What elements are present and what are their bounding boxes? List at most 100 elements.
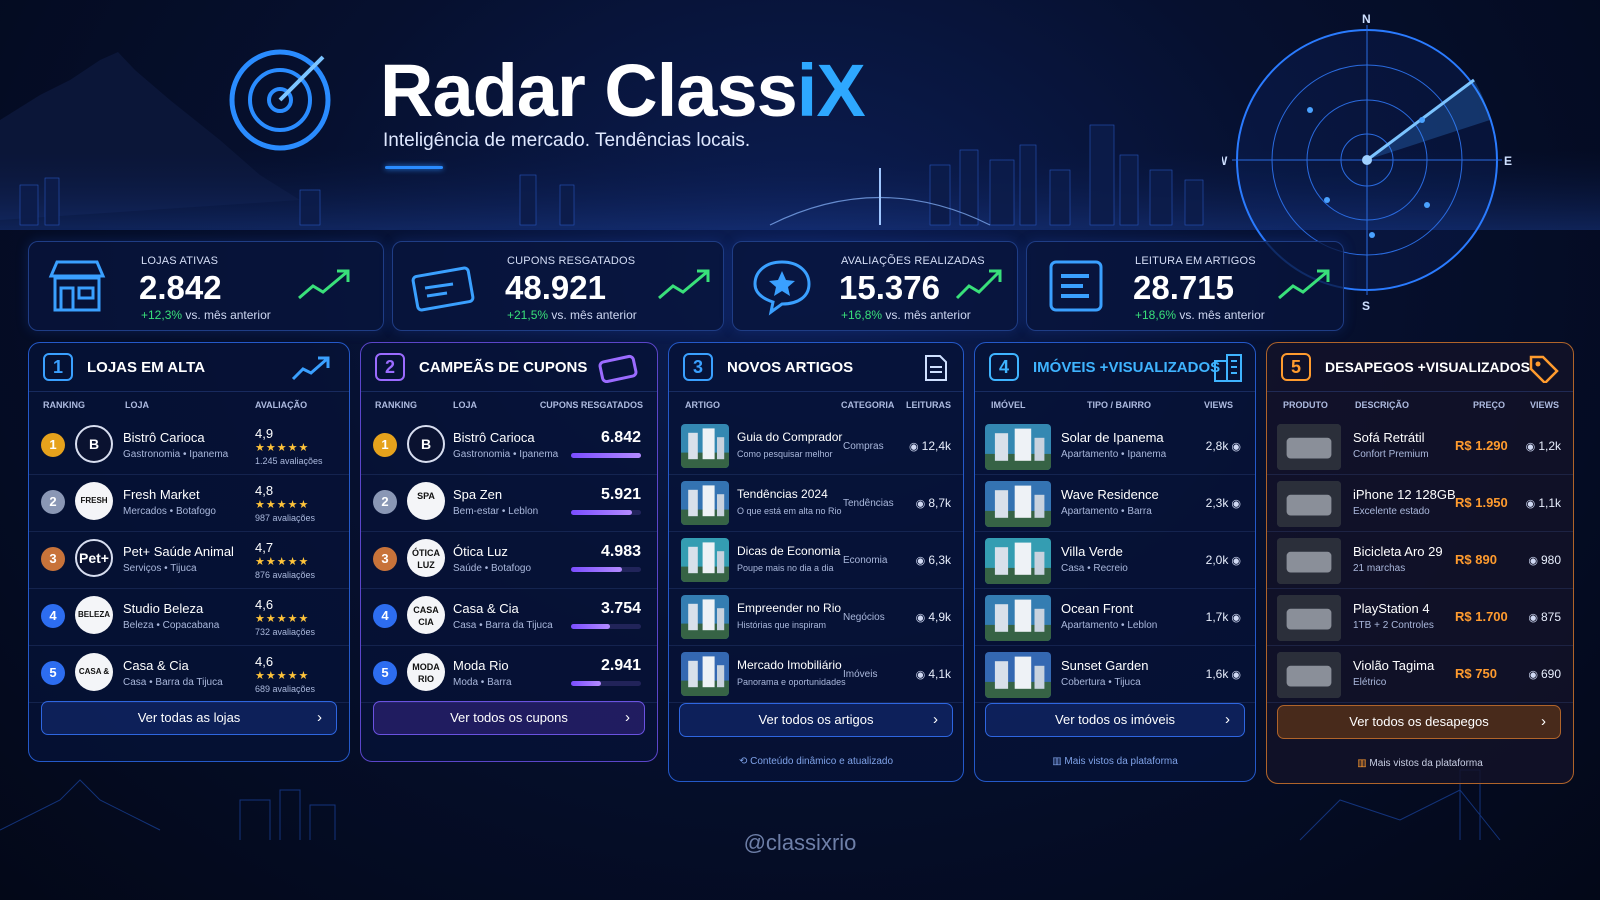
ver-todos-artigos-button[interactable]: Ver todos os artigos› [679,703,953,737]
article-thumbnail [681,652,729,696]
property-name: Sunset Garden [1061,658,1149,673]
trend-up-icon [298,269,350,300]
property-photo [985,481,1051,527]
property-photo [985,538,1051,584]
views-value: 980 [1540,553,1561,567]
panel-footer-note: ⟲ Conteúdo dinâmico e atualizado [738,756,894,767]
views-value: 1,6k [1205,667,1229,681]
store-avatar: FRESH [75,482,113,520]
product-price: R$ 1.700 [1455,609,1508,624]
store-avatar: SPA [407,482,445,520]
product-description: 21 marchas [1353,563,1406,574]
eye-icon: ◉ [1228,441,1241,453]
property-name: Villa Verde [1061,544,1123,559]
product-price: R$ 1.290 [1455,438,1508,453]
property-photo [985,652,1051,698]
store-name: Casa & Cia [453,601,519,616]
reads-value: 8,7k [928,496,951,510]
product-photo [1277,595,1341,641]
store-avatar: B [407,425,445,463]
ver-todos-desapegos-button[interactable]: Ver todos os desapegos› [1277,705,1561,739]
article-title: Mercado Imobiliário [737,658,842,672]
storefront-icon [48,260,106,312]
app-title: Radar ClassiX [380,49,866,132]
panel-title: IMÓVEIS +VISUALIZADOS [1033,359,1221,376]
review-count: 1.245 avaliações [255,456,323,466]
rating-value: 4,9 [255,426,274,441]
ver-todos-cupons-button[interactable]: Ver todos os cupons› [373,701,645,735]
store-name: Bistrô Carioca [453,430,535,445]
price-tag-icon [1529,355,1559,383]
ver-todas-lojas-button[interactable]: Ver todas as lojas› [41,701,337,735]
article-title: Empreender no Rio [737,601,842,615]
building-icon [1214,354,1242,382]
property-type: Apartamento • Barra [1061,506,1152,517]
ver-todos-imoveis-button[interactable]: Ver todos os imóveis› [985,703,1245,737]
panel-footer-note: ▥ Mais vistos da plataforma [1357,758,1483,769]
store-meta: Mercados • Botafogo [123,506,216,517]
store-avatar: ÓTICA LUZ [407,539,445,577]
panel-header: 1 LOJAS EM ALTA [29,343,349,392]
coupon-count: 6.842 [600,429,641,446]
store-meta: Moda • Barra [453,677,512,688]
article-subtitle: Poupe mais no dia a dia [737,563,834,573]
product-views: ◉ 690 [1528,667,1561,681]
coupon-progress-fill [571,453,641,458]
panel-header: 3 NOVOS ARTIGOS [669,343,963,392]
eye-icon: ◉ [1228,612,1241,624]
rank-badge: 1 [373,433,397,457]
chart-icon: ▥ [1357,758,1370,769]
store-avatar: MODA RIO [407,653,445,691]
eye-icon: ◉ [1528,612,1541,624]
store-meta: Gastronomia • Ipanema [123,449,229,460]
store-name: Bistrô Carioca [123,430,205,445]
store-avatar: CASA CIA [407,596,445,634]
product-price: R$ 890 [1455,552,1497,567]
store-name: Pet+ Saúde Animal [123,544,234,559]
star-rating-icon: ★★★★★ [255,499,310,511]
eye-icon: ◉ [915,555,929,567]
views-value: 2,0k [1205,553,1229,567]
product-description: 1TB + 2 Controles [1353,620,1434,631]
article-thumbnail [681,481,729,525]
property-photo [985,595,1051,641]
eye-icon: ◉ [915,669,929,681]
views-value: 875 [1540,610,1561,624]
svg-text:S: S [1362,299,1370,310]
stat-label: CUPONS RESGATADOS [507,255,636,267]
views-value: 1,2k [1538,439,1561,453]
stat-card-lojas: LOJAS ATIVAS 2.842 +12,3% vs. mês anteri… [28,241,384,331]
stat-label: LOJAS ATIVAS [141,255,219,267]
store-meta: Gastronomia • Ipanema [453,449,559,460]
coupon-progress-bar [571,567,641,572]
stat-change: +12,3% vs. mês anterior [141,308,271,322]
